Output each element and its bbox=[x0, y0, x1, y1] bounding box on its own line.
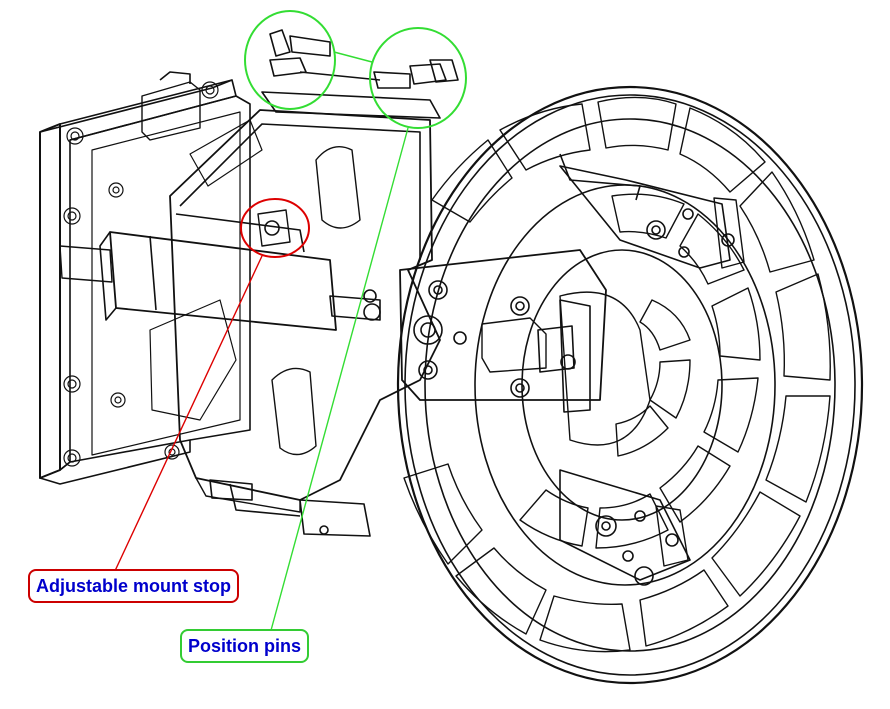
plate-bolts bbox=[63, 81, 219, 467]
top-crossbar bbox=[261, 29, 459, 119]
mount-stop-callout: Adjustable mount stop bbox=[28, 569, 239, 603]
annotations bbox=[113, 10, 467, 635]
right-pin-highlight bbox=[369, 27, 467, 129]
mount-stop-leader bbox=[113, 255, 263, 574]
base-plate bbox=[39, 71, 251, 485]
position-pins-leader bbox=[269, 127, 409, 635]
position-pins-label: Position pins bbox=[188, 636, 302, 656]
position-pins-callout: Position pins bbox=[180, 629, 310, 663]
left-pin-highlight bbox=[244, 10, 336, 110]
filter-wheel bbox=[396, 85, 864, 685]
center-plate bbox=[399, 249, 607, 413]
mount-stop-label: Adjustable mount stop bbox=[36, 576, 231, 596]
bottom-bracket bbox=[195, 477, 371, 537]
line-art bbox=[39, 29, 864, 685]
actuator bbox=[59, 209, 381, 331]
mount-stop-highlight bbox=[240, 198, 310, 258]
pin-connector bbox=[333, 51, 373, 63]
wheel-clamps bbox=[559, 153, 745, 586]
